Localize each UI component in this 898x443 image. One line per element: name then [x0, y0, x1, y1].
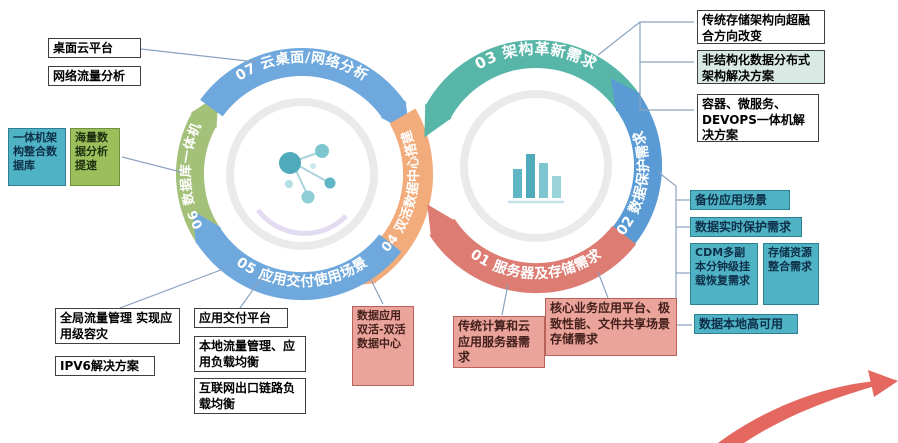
box-unstructured: 非结构化数据分布式架构解决方案 — [697, 50, 825, 84]
box-storage-hci: 传统存储架构向超融合方向改变 — [697, 10, 825, 44]
box-cdm: CDM多副本分钟级挂载恢复需求 — [690, 243, 758, 305]
box-ipv6: IPV6解决方案 — [55, 356, 155, 376]
box-dual-active: 数据应用双活-双活数据中心 — [352, 306, 414, 386]
box-traditional-compute: 传统计算和云应用服务器需求 — [453, 316, 545, 368]
box-backup: 备份应用场景 — [690, 190, 790, 210]
arc-07-cloud-desktop — [200, 48, 410, 134]
box-core-business: 核心业务应用平台、极致性能、文件共享场景存储需求 — [545, 298, 677, 356]
bar-chart-icon — [508, 154, 564, 204]
box-local-ha: 数据本地高可用 — [694, 314, 798, 334]
box-network-traffic: 网络流量分析 — [48, 66, 141, 86]
box-container-devops: 容器、微服务、DEVOPS一体机解决方案 — [697, 94, 819, 142]
box-realtime-protect: 数据实时保护需求 — [690, 217, 802, 237]
arc-05-app-delivery — [192, 210, 402, 301]
box-massive-data: 海量数据分析提速 — [70, 128, 120, 186]
box-local-traffic: 本地流量管理、应用负载均衡 — [194, 336, 306, 372]
box-appliance-arch: 一体机架构整合数据库 — [8, 128, 66, 186]
decorative-swoosh-arrow — [718, 370, 898, 443]
box-storage-consolidation: 存储资源整合需求 — [763, 243, 819, 305]
right-hub: 03 架构革新需求 02 数据保护需求 01 服务器及存储需求 — [424, 40, 663, 294]
box-global-traffic: 全局流量管理 实现应用级容灾 — [55, 308, 180, 344]
left-hub: 07 云桌面/网络分析 06 数据库一体机 04 双活数据中心搭建 05 应用交… — [175, 48, 434, 301]
box-app-delivery: 应用交付平台 — [194, 308, 288, 328]
left-hub-ring — [226, 98, 378, 250]
molecule-icon — [279, 144, 336, 204]
box-desktop-cloud: 桌面云平台 — [48, 38, 141, 58]
arc-01-server-storage — [427, 204, 637, 294]
left-hub-lavender-swirl — [255, 208, 348, 236]
right-hub-ring — [460, 90, 612, 242]
box-internet-link: 互联网出口链路负载均衡 — [194, 378, 306, 414]
